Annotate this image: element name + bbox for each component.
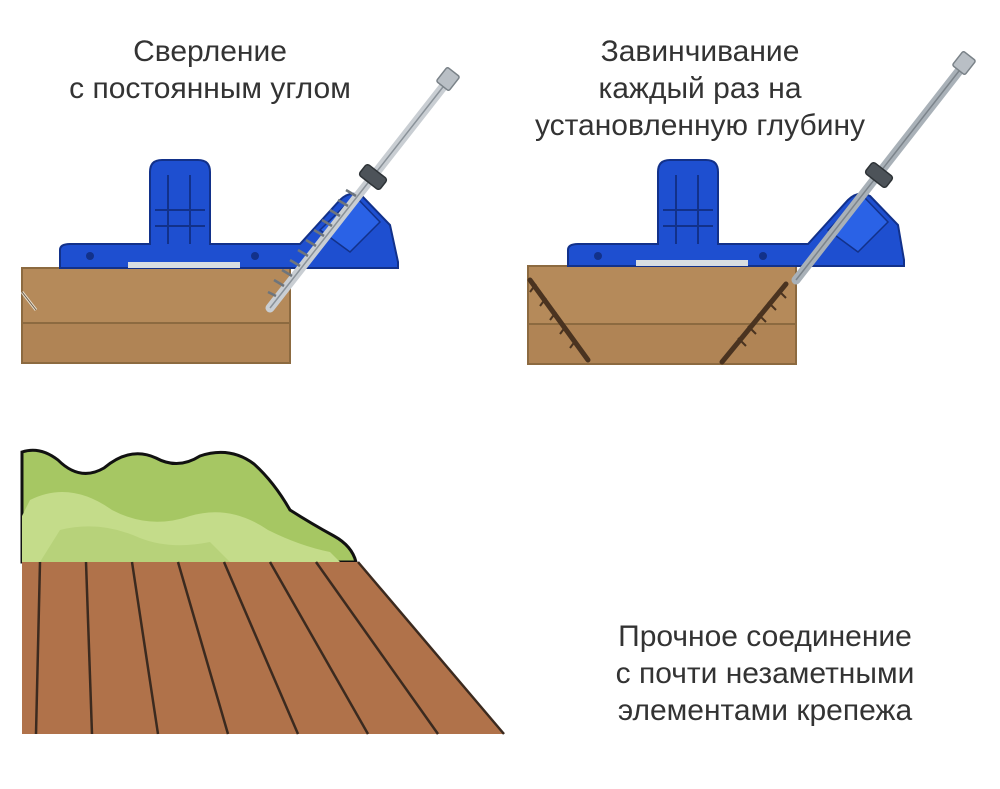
caption-drilling-line1: Сверление — [133, 35, 287, 68]
caption-joint: Прочное соединение с почти незаметными э… — [570, 618, 960, 729]
deck-boards-icon — [22, 561, 505, 735]
caption-joint-line2: с почти незаметными — [615, 657, 915, 690]
caption-drilling: Сверление с постоянным углом — [30, 33, 390, 107]
caption-screwing-line3: установленную глубину — [534, 109, 866, 142]
caption-screwing-line2: каждый раз на — [598, 72, 802, 105]
caption-joint-line3: элементами крепежа — [617, 694, 913, 727]
wood-board-stack — [527, 265, 797, 365]
caption-screwing: Завинчивание каждый раз на установленную… — [505, 33, 895, 144]
wood-board-bottom — [21, 322, 291, 364]
driver-bit-icon — [791, 51, 976, 285]
wood-board-stack — [21, 267, 291, 364]
wood-board-top — [527, 265, 797, 325]
grass-hill-icon — [20, 448, 358, 564]
caption-screwing-line1: Завинчивание — [600, 35, 800, 68]
drilling-illustration — [20, 67, 460, 364]
wood-board-top — [21, 267, 291, 324]
screwing-illustration — [527, 51, 976, 365]
deck-illustration — [20, 448, 505, 735]
screw-icon — [719, 281, 789, 365]
caption-joint-line1: Прочное соединение — [618, 620, 912, 653]
screw-icon — [527, 277, 591, 363]
caption-drilling-line2: с постоянным углом — [69, 72, 351, 105]
drill-bit-icon — [265, 67, 460, 313]
